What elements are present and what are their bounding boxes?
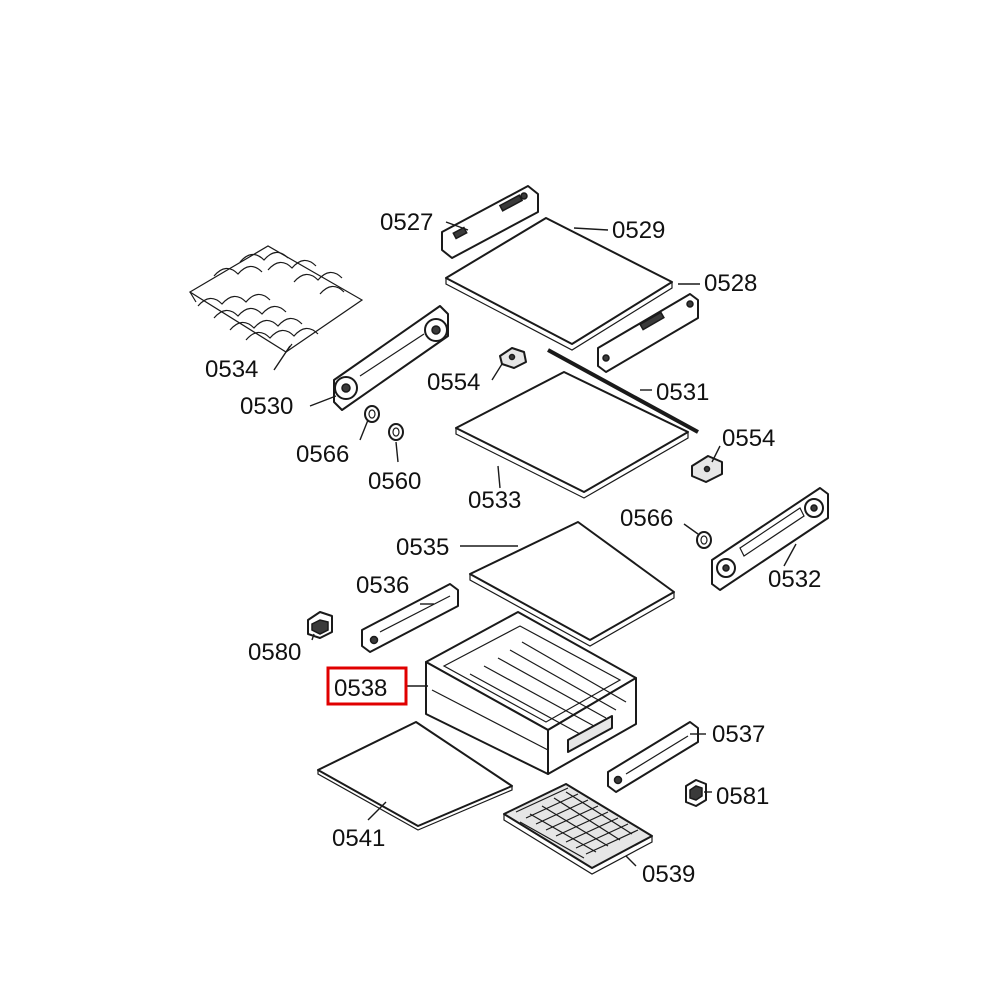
part-0533-glass-shelf [455, 371, 689, 499]
highlight-box-0538 [326, 666, 408, 706]
part-0580-clip [307, 611, 333, 639]
part-0560-ring [388, 423, 404, 441]
part-0530-bracket [333, 305, 449, 411]
part-0581-clip [685, 779, 707, 807]
label-0528: 0528 [704, 270, 757, 297]
label-0537: 0537 [712, 721, 765, 748]
label-0533: 0533 [468, 487, 521, 514]
part-0541-panel [317, 721, 513, 831]
label-0541: 0541 [332, 825, 385, 852]
label-0566-left: 0566 [296, 441, 349, 468]
label-0530: 0530 [240, 393, 293, 420]
part-0537-rail [607, 721, 699, 793]
part-0535-glass-shelf [469, 521, 675, 647]
label-0554-lower: 0554 [722, 425, 775, 452]
leader-lines [273, 221, 797, 867]
part-0529-glass-shelf [445, 217, 673, 351]
label-0534: 0534 [205, 356, 258, 383]
part-labels: 0527 0529 0528 0534 0530 0554 0531 0554 … [205, 209, 821, 888]
label-0527: 0527 [380, 209, 433, 236]
label-0532: 0532 [768, 566, 821, 593]
part-0532-bracket [711, 487, 829, 591]
part-0554-clip-lower [691, 455, 723, 483]
label-0531: 0531 [656, 379, 709, 406]
part-0539-grid-cover [503, 783, 653, 875]
part-0528-bracket [597, 293, 699, 373]
label-0535: 0535 [396, 534, 449, 561]
part-0566-ring-right [696, 531, 712, 549]
label-0566-right: 0566 [620, 505, 673, 532]
part-0534-wine-rack [188, 245, 364, 353]
part-0531-rod [547, 348, 699, 434]
label-0580: 0580 [248, 639, 301, 666]
label-0560: 0560 [368, 468, 421, 495]
label-0529: 0529 [612, 217, 665, 244]
label-0538: 0538 [334, 675, 387, 702]
part-0536-rail [361, 583, 459, 653]
part-0527-bracket [441, 185, 539, 259]
part-0538-drawer [425, 611, 637, 775]
label-0581: 0581 [716, 783, 769, 810]
label-0536: 0536 [356, 572, 409, 599]
part-0554-clip-upper [499, 347, 527, 369]
label-0554-upper: 0554 [427, 369, 480, 396]
part-0566-ring-left [364, 405, 380, 423]
label-0539: 0539 [642, 861, 695, 888]
